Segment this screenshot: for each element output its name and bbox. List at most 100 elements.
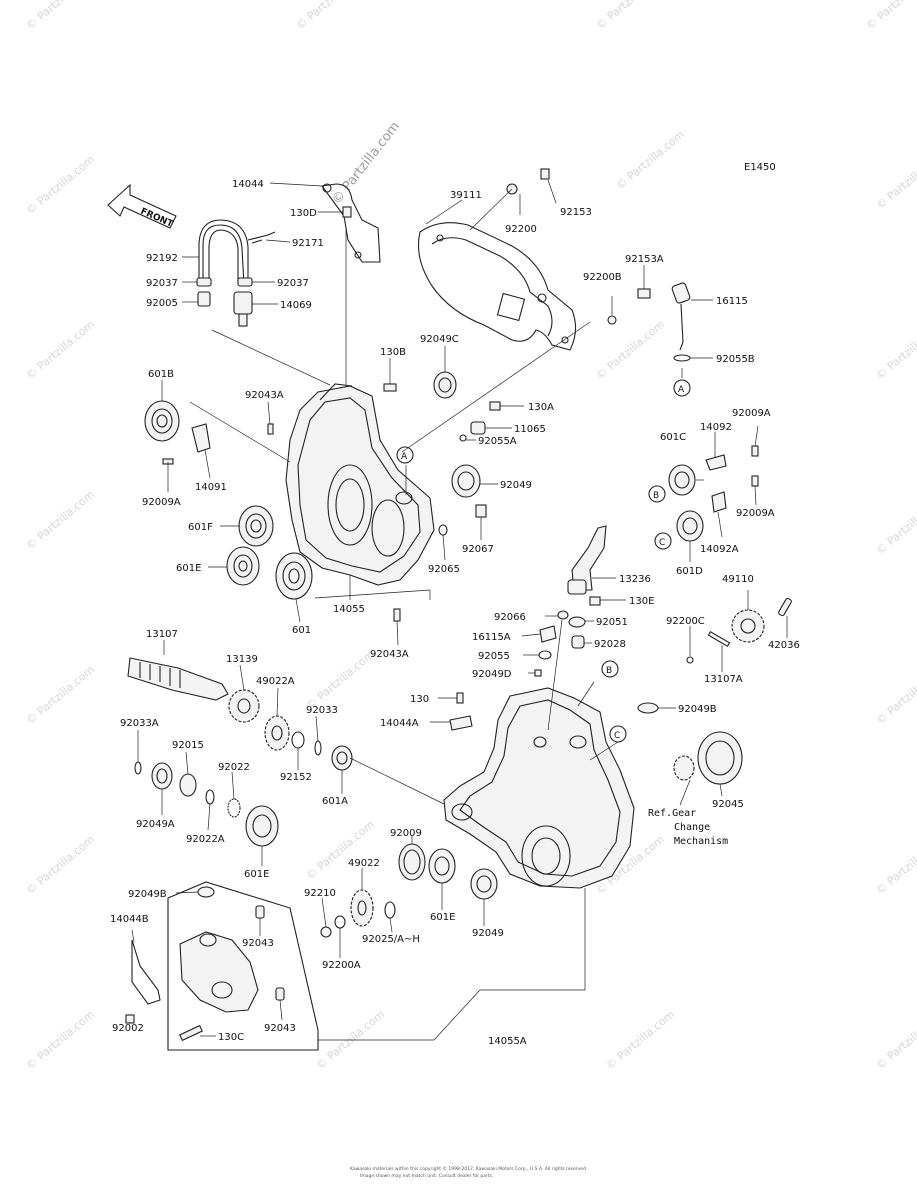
part-label: 14091: [195, 482, 227, 493]
part-label: 92043A: [245, 390, 284, 401]
watermark: © Partzilla.com: [24, 318, 97, 383]
part-label: 92153: [560, 207, 592, 218]
watermark: © Partzilla.com: [594, 0, 667, 32]
part-label: 13236: [619, 574, 651, 585]
bolt-92153: [540, 168, 550, 180]
part-label: 92049D: [472, 669, 512, 680]
part-label: 92015: [172, 740, 204, 751]
callout-c-circle: [609, 725, 627, 743]
part-label: 601E: [430, 912, 455, 923]
filter-stem: [238, 313, 248, 327]
circlip-92033a: [134, 761, 142, 775]
plug-16115a: [539, 625, 557, 643]
watermark: © Partzilla.com: [24, 1008, 97, 1073]
part-label: 92051: [596, 617, 628, 628]
part-label: 92049: [472, 928, 504, 939]
circlip-92033: [314, 740, 322, 756]
bolt-92009a: [751, 445, 759, 457]
part-label: 49110: [722, 574, 754, 585]
washer-92022a: [205, 789, 215, 805]
part-label: 14069: [280, 300, 312, 311]
part-label: 601: [292, 625, 311, 636]
plate-14044a: [449, 715, 473, 731]
plug-11065: [470, 421, 486, 435]
part-label: 92009A: [732, 408, 771, 419]
part-label: 130D: [290, 208, 317, 219]
crankcase-left-14055: [285, 383, 435, 586]
bearing-601d: [676, 510, 704, 542]
part-label: 92192: [146, 253, 178, 264]
watermark: © Partzilla.com: [864, 0, 917, 32]
part-label: 92200A: [322, 960, 361, 971]
part-label: 601A: [322, 796, 348, 807]
part-label: 130C: [218, 1032, 244, 1043]
bolt-130d: [342, 206, 352, 218]
part-label: 92171: [292, 238, 324, 249]
bolt-130a: [489, 401, 501, 411]
plug-92067: [475, 504, 487, 518]
callout-c: C: [659, 538, 665, 548]
part-label: 601E: [176, 563, 201, 574]
shaft-13107: [127, 657, 229, 701]
pin-92043a: [393, 608, 401, 622]
bearing-601b: [144, 400, 180, 442]
cover-plate-39111: [417, 222, 577, 351]
shaft-13107a: [707, 631, 731, 647]
callout-c-circle: [654, 532, 672, 550]
plate-14092: [705, 454, 727, 471]
part-label: 92033: [306, 705, 338, 716]
part-label: 92033A: [120, 718, 159, 729]
part-label: 92210: [304, 888, 336, 899]
part-label: 92049B: [678, 704, 717, 715]
collar-92028: [571, 635, 585, 649]
collar-92015: [179, 773, 197, 797]
part-label: 92055: [478, 651, 510, 662]
gear-49110: [731, 609, 765, 643]
hose-clamp: [237, 277, 253, 287]
watermark: © Partzilla.com: [614, 128, 687, 193]
part-label: 92049B: [128, 889, 167, 900]
part-label: 92152: [280, 772, 312, 783]
part-label: 14044: [232, 179, 264, 190]
washer-92200c: [686, 656, 694, 664]
pin-92043a: [267, 423, 274, 435]
part-label: 14044A: [380, 718, 419, 729]
part-label: 11065: [514, 424, 546, 435]
part-label: 92153A: [625, 254, 664, 265]
bolt-92153a: [637, 288, 651, 299]
o-ring-92055a: [459, 434, 467, 442]
part-label: 13139: [226, 654, 258, 665]
o-ring-92065: [438, 524, 448, 536]
watermark: © Partzilla.com: [304, 648, 377, 713]
bolt-130: [456, 692, 464, 704]
part-labels: 14044 130D 92171 92192 92037 92037 92005…: [110, 179, 800, 1047]
callout-markers: A A B B C C: [396, 379, 691, 743]
washer-92200b: [607, 315, 617, 325]
watermark: © Partzilla.com: [24, 833, 97, 898]
plate-14092a: [711, 491, 727, 513]
part-label: 16115A: [472, 632, 511, 643]
part-label: 92043: [242, 938, 274, 949]
ref-note-line: Mechanism: [674, 836, 728, 847]
part-label: 130A: [528, 402, 554, 413]
watermark: © Partzilla.com: [24, 153, 97, 218]
part-label: 92045: [712, 799, 744, 810]
callout-b-circle: [648, 485, 666, 503]
bearing-601c: [668, 464, 696, 496]
bearing-601a: [331, 745, 353, 771]
gear-49022a: [264, 715, 290, 751]
part-label: 92009: [390, 828, 422, 839]
part-label: 92067: [462, 544, 494, 555]
callout-c: C: [614, 731, 620, 741]
hose-clamp: [196, 277, 212, 287]
seal-92049c: [433, 371, 457, 399]
ref-note-line: Change: [674, 822, 710, 833]
bearing-601e: [226, 546, 260, 586]
part-label: 92043: [264, 1023, 296, 1034]
part-label: 130: [410, 694, 429, 705]
watermark: © Partzilla.com: [874, 833, 917, 898]
front-arrow-icon: FRONT: [107, 183, 177, 230]
nut-92210: [320, 926, 332, 938]
breather-filter: [233, 291, 253, 315]
